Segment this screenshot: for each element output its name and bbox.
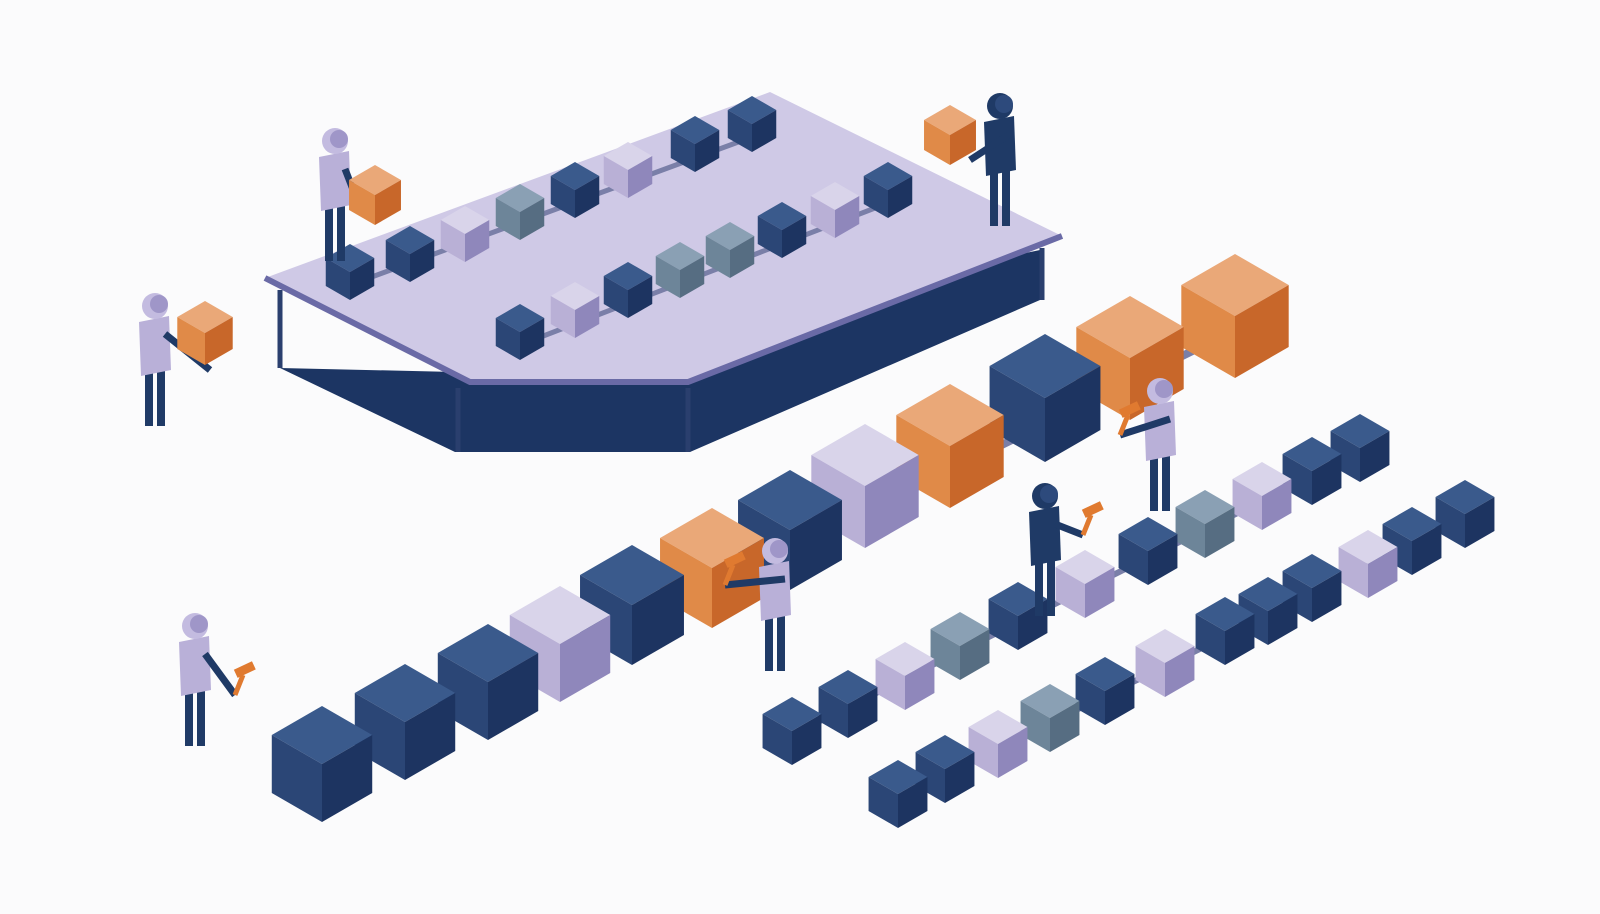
person-with-hammer-icon <box>179 613 256 746</box>
person-with-hammer-icon <box>722 538 791 671</box>
platform-cube <box>705 222 755 278</box>
carried-box-icon <box>924 105 976 165</box>
person-carrying-box-icon <box>968 93 1016 226</box>
chain-cube <box>1232 462 1292 530</box>
platform-icon <box>263 92 1064 452</box>
chain-cube <box>1195 597 1255 665</box>
chain-cube <box>1238 577 1298 645</box>
platform-cube <box>603 262 653 318</box>
platform-cube <box>655 242 705 298</box>
large-cube <box>1181 254 1289 378</box>
chain-cube <box>1075 657 1135 725</box>
platform-cube <box>863 162 913 218</box>
chain-cube <box>875 642 935 710</box>
platform-cube <box>603 142 653 198</box>
chain-cube <box>1338 530 1398 598</box>
chain-cube <box>1118 517 1178 585</box>
chain-cube <box>1135 629 1195 697</box>
platform-cube <box>727 96 777 152</box>
carried-box-icon <box>349 165 401 225</box>
chain-cube <box>1382 507 1442 575</box>
chain-cube <box>930 612 990 680</box>
chain-cube <box>1330 414 1390 482</box>
large-cube <box>437 624 539 740</box>
person-with-hammer-icon <box>1117 378 1176 511</box>
chain-cube <box>1435 480 1495 548</box>
chain-cube <box>762 697 822 765</box>
chain-cube <box>868 760 928 828</box>
chain-cube <box>1055 550 1115 618</box>
chain-cube <box>1020 684 1080 752</box>
platform-cube <box>670 116 720 172</box>
chain-cube <box>1282 437 1342 505</box>
platform-cube <box>495 304 545 360</box>
person-with-hammer-icon <box>1029 483 1104 616</box>
chain-cube <box>915 735 975 803</box>
platform-cube <box>440 206 490 262</box>
chain-cube <box>1175 490 1235 558</box>
carried-box-icon <box>177 301 233 365</box>
platform-cube <box>757 202 807 258</box>
chain-cube <box>818 670 878 738</box>
chain-cube <box>968 710 1028 778</box>
large-cube <box>271 706 373 822</box>
platform-cube <box>550 282 600 338</box>
platform-cube <box>550 162 600 218</box>
chain-cube <box>1282 554 1342 622</box>
large-cube <box>896 384 1004 508</box>
platform-cube <box>810 182 860 238</box>
large-cube <box>1076 296 1184 420</box>
platform-cube <box>385 226 435 282</box>
platform-cube <box>495 184 545 240</box>
